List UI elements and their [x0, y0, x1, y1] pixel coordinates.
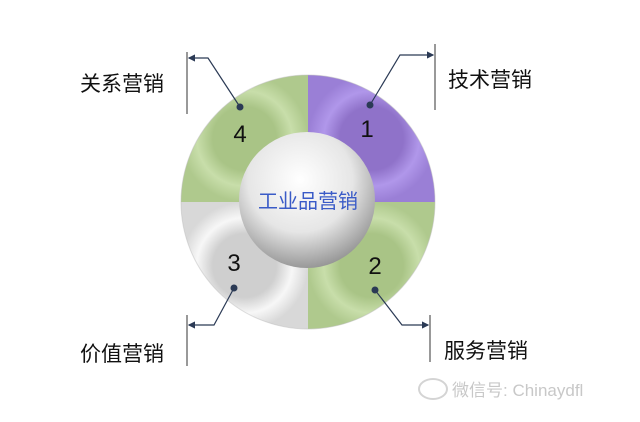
- wechat-icon: [418, 378, 448, 400]
- center-sphere: [239, 132, 375, 268]
- callout-dots: [230, 101, 379, 294]
- label-segment-1: 技术营销: [448, 68, 532, 92]
- segment-number-4: 4: [233, 121, 246, 148]
- center-label: 工业品营销: [258, 189, 358, 213]
- segment-number-1: 1: [360, 116, 373, 143]
- segment-number-3: 3: [227, 250, 240, 277]
- callout-lines: [186, 44, 436, 366]
- label-segment-3: 价值营销: [80, 342, 164, 366]
- label-segment-2: 服务营销: [444, 339, 528, 363]
- segment-number-2: 2: [368, 253, 381, 280]
- watermark: 微信号: Chinaydfl: [452, 381, 584, 400]
- label-segment-4: 关系营销: [80, 72, 164, 96]
